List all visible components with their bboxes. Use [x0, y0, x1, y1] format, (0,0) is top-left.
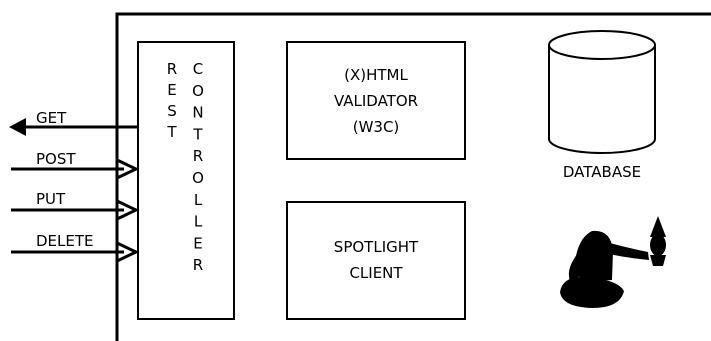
database-label: DATABASE: [563, 163, 641, 181]
get-label: GET: [36, 109, 67, 127]
post-label: POST: [36, 150, 76, 168]
validator-line2: VALIDATOR: [334, 92, 418, 110]
put-arrow: [11, 199, 140, 221]
database-cylinder-icon: [548, 30, 656, 154]
validator-box: [286, 41, 466, 160]
system-boundary: [115, 12, 711, 341]
meditating-figure-icon: [560, 216, 666, 308]
rest-controller-box: [137, 41, 235, 320]
put-label: PUT: [36, 190, 66, 208]
validator-line3: (W3C): [353, 118, 400, 136]
get-arrow: [9, 118, 138, 136]
post-arrow: [11, 158, 140, 180]
delete-label: DELETE: [36, 232, 94, 250]
spotlight-line2: CLIENT: [349, 264, 403, 282]
validator-line1: (X)HTML: [344, 66, 408, 84]
delete-arrow: [11, 241, 140, 263]
spotlight-line1: SPOTLIGHT: [334, 238, 419, 256]
spotlight-client-box: [286, 201, 466, 320]
